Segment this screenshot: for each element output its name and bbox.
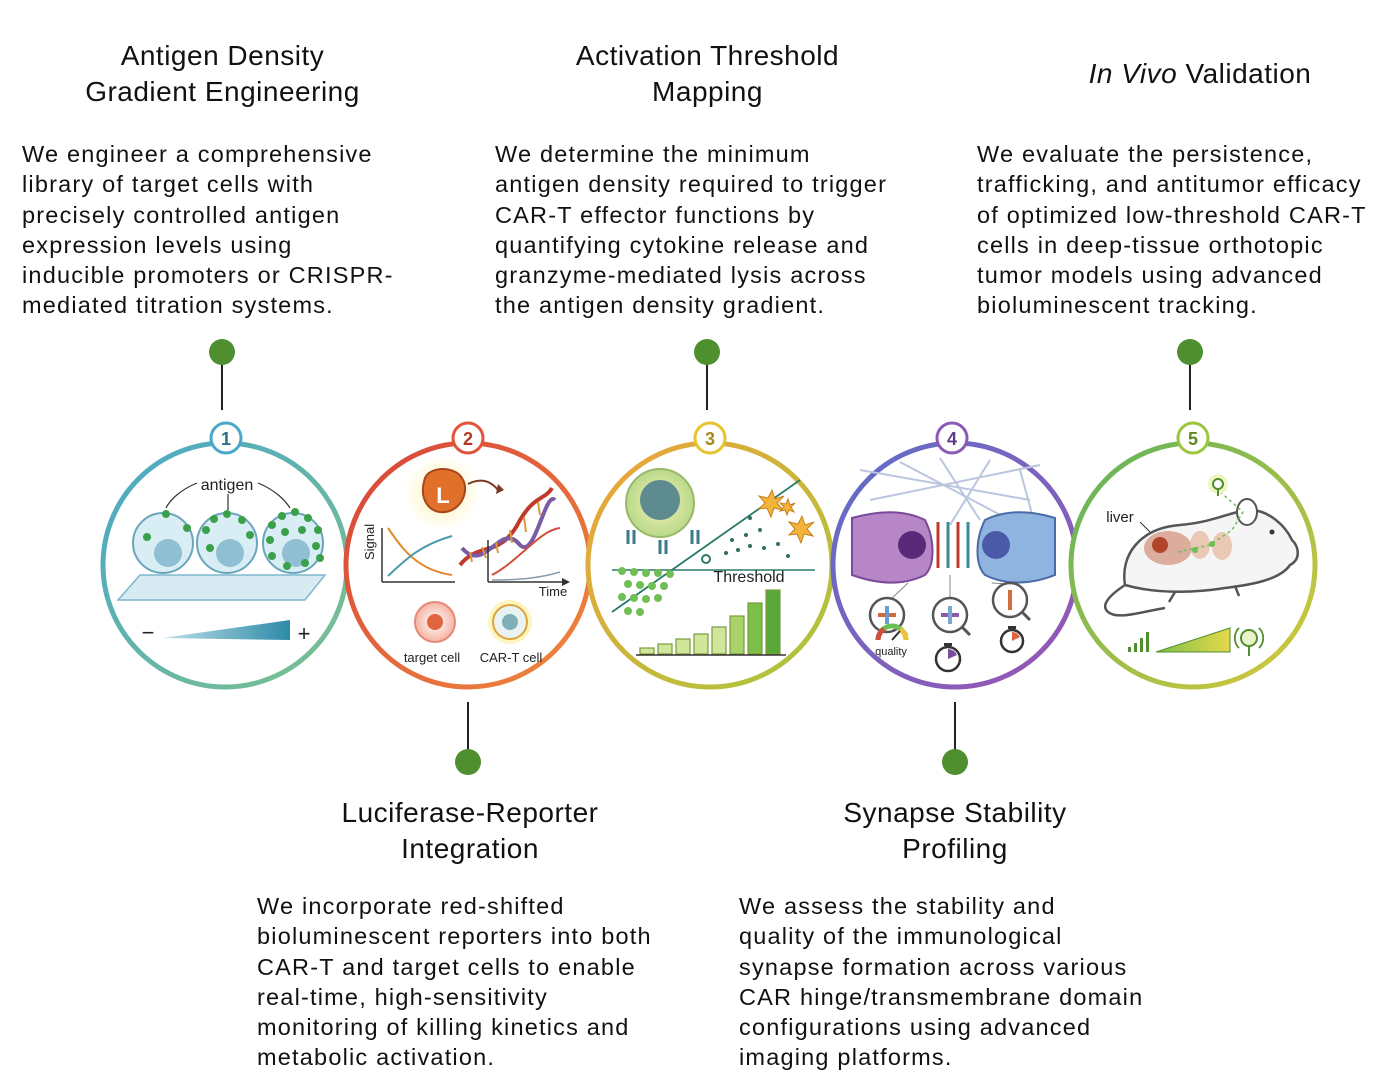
luciferase-icon [422, 468, 467, 514]
signal-axis-label: Signal [362, 524, 377, 560]
step-2-description: We incorporate red-shifted bioluminescen… [257, 893, 652, 1071]
svg-text:L: L [436, 483, 449, 508]
step-1-description: We engineer a comprehensive library of t… [22, 141, 394, 319]
connector-3 [694, 339, 720, 410]
svg-text:3: 3 [705, 429, 715, 449]
time-axis-label: Time [539, 584, 567, 599]
stopwatch-icon [999, 626, 1025, 654]
step-5-description: We evaluate the persistence, trafficking… [977, 141, 1367, 319]
mouse-icon [1103, 498, 1299, 617]
panel-2-luciferase-reporter: L Signal Time [343, 421, 605, 690]
connector-dot [455, 749, 481, 775]
activation-bar-chart [639, 589, 781, 655]
target-cell-label: target cell [404, 650, 460, 665]
svg-text:1: 1 [221, 429, 231, 449]
step-4-badge [935, 421, 969, 455]
quality-gauge-icon [875, 623, 909, 641]
step-5-badge [1176, 421, 1210, 455]
signal-chart: Signal [362, 524, 455, 583]
step-2-badge [451, 421, 485, 455]
connector-dot [942, 749, 968, 775]
connector-dot [1177, 339, 1203, 365]
step-4-description: We assess the stability and quality of t… [739, 893, 1144, 1071]
magnifier-icon [931, 575, 972, 637]
dna-icon [458, 486, 557, 567]
target-cell-icon [976, 511, 1056, 584]
bioluminescence-icon [1233, 627, 1265, 656]
step-3-title: Activation Threshold Mapping [575, 40, 840, 107]
connector-4 [942, 702, 968, 775]
connector-5 [1177, 339, 1203, 410]
step-3-badge [693, 421, 727, 455]
panel-4-synapse-stability: quality 4 [830, 421, 1089, 690]
connector-dot [209, 339, 235, 365]
panel-5-in-vivo-validation: liver 5 [1068, 421, 1318, 690]
plus-sign: + [298, 621, 311, 646]
panel-1-antigen-density: antigen − + 1 [100, 421, 363, 690]
step-1-badge [209, 421, 243, 455]
t-cell-icon [851, 511, 934, 584]
svg-text:4: 4 [947, 429, 957, 449]
connector-1 [209, 339, 235, 410]
panel-3-activation-threshold: Threshold [585, 421, 847, 690]
svg-text:5: 5 [1188, 429, 1198, 449]
step-1-title: Antigen Density Gradient Engineering [85, 40, 360, 107]
step-5-title: In Vivo Validation [1088, 58, 1312, 89]
connector-2 [455, 702, 481, 775]
antigen-label: antigen [201, 477, 254, 494]
step-3-description: We determine the minimum antigen density… [495, 141, 888, 319]
signal-bars-icon [1128, 632, 1149, 652]
time-chart: Time [487, 527, 570, 599]
step-2-title: Luciferase-Reporter Integration [341, 797, 599, 864]
minus-sign: − [142, 620, 155, 645]
threshold-label: Threshold [713, 569, 784, 586]
stopwatch-icon [934, 643, 962, 673]
magnifier-icon [991, 581, 1032, 622]
car-t-cell-label: CAR-T cell [480, 650, 543, 665]
step-4-title: Synapse Stability Profiling [843, 797, 1067, 864]
liver-label: liver [1106, 509, 1134, 526]
svg-text:2: 2 [463, 429, 473, 449]
magnifier-icon [868, 582, 909, 637]
quality-label: quality [875, 646, 907, 658]
connector-dot [694, 339, 720, 365]
